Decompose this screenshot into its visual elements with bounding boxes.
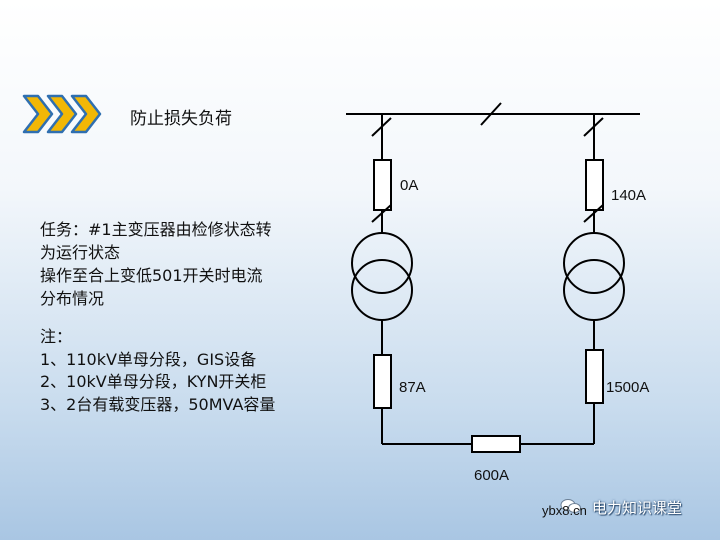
left-transformer-hv-winding <box>351 232 413 294</box>
current-right-hv: 140A <box>611 187 646 204</box>
left-transformer-lv-winding <box>351 259 413 321</box>
notes-block: 注： 1、110kV单母分段，GIS设备 2、10kV单母分段，KYN开关柜 3… <box>40 326 275 416</box>
current-right-lv: 1500A <box>606 379 649 396</box>
right-transformer-hv-winding <box>563 232 625 294</box>
notes-heading: 注： <box>40 327 73 346</box>
right-hv-switch-mark <box>583 117 604 137</box>
watermark-brand: 电力知识课堂 <box>592 499 683 517</box>
chat-bubble-icon <box>560 499 581 513</box>
lv-bus-tie-breaker <box>471 435 521 453</box>
right-hv-breaker <box>585 159 604 211</box>
right-lv-breaker <box>585 349 604 404</box>
left-hv-switch-mark <box>371 117 392 137</box>
task-description: 任务：#1主变压器由检修状态转 为运行状态 操作至合上变低501开关时电流 分布… <box>40 218 272 310</box>
right-transformer-lv-winding <box>563 259 625 321</box>
task-line: 任务：#1主变压器由检修状态转 <box>40 220 272 239</box>
slide-title: 防止损失负荷 <box>130 109 232 129</box>
current-left-lv: 87A <box>399 379 426 396</box>
task-line: 分布情况 <box>40 289 105 308</box>
current-tie: 600A <box>474 467 509 484</box>
note-item: 2、10kV单母分段，KYN开关柜 <box>40 372 267 391</box>
task-line: 为运行状态 <box>40 243 121 262</box>
note-item: 3、2台有载变压器，50MVA容量 <box>40 394 276 414</box>
bus-section-mark <box>480 102 502 126</box>
left-hv-breaker <box>373 159 392 211</box>
chevron-arrows-icon <box>22 94 102 134</box>
note-item: 1、110kV单母分段，GIS设备 <box>40 349 257 369</box>
current-left-hv: 0A <box>400 177 418 194</box>
task-line: 操作至合上变低501开关时电流 <box>40 266 263 285</box>
watermark-url: ybx8.cn <box>542 503 587 518</box>
left-lv-breaker <box>373 354 392 409</box>
